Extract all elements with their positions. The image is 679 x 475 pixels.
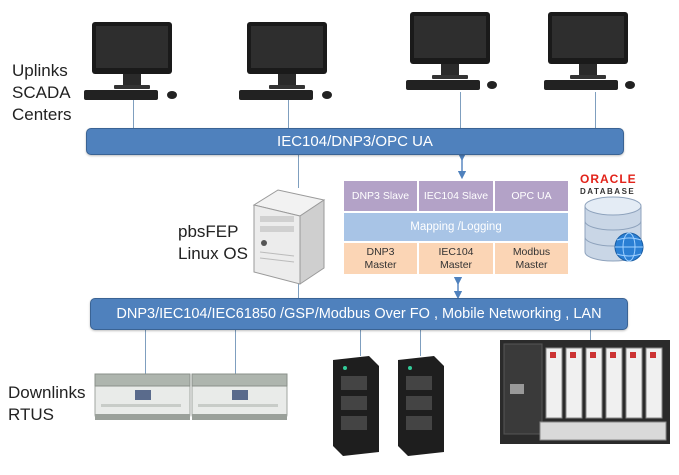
link-server-top	[298, 153, 299, 188]
fep-protocol-block: DNP3 Slave IEC104 Slave OPC UA Mapping /…	[343, 180, 569, 275]
downlink-protocol-bus: DNP3/IEC104/IEC61850 /GSP/Modbus Over FO…	[90, 298, 628, 330]
rtu-device-icon	[398, 356, 444, 456]
dnp3-slave-cell: DNP3 Slave	[343, 180, 418, 212]
oracle-database-text: DATABASE	[580, 187, 636, 196]
link-rtu1	[145, 330, 146, 374]
link-rtu2	[235, 330, 236, 374]
link-rtu3	[360, 330, 361, 356]
link-pc1	[133, 100, 134, 128]
link-rtu4	[420, 330, 421, 356]
server-tower-icon	[252, 189, 326, 285]
link-server-bottom	[298, 284, 299, 298]
mapping-logging-cell: Mapping /Logging	[343, 212, 569, 242]
modular-rtu-rack-icon	[500, 340, 670, 444]
link-pc4	[595, 92, 596, 128]
desktop-computer-icon	[544, 12, 635, 90]
link-pc2	[288, 100, 289, 128]
rtu-device-icon	[333, 356, 379, 456]
rtu-device-icon	[191, 373, 288, 420]
globe-icon	[614, 232, 644, 262]
link-rtu5	[590, 330, 591, 346]
oracle-brand-text: ORACLE	[580, 172, 637, 186]
opc-ua-cell: OPC UA	[494, 180, 569, 212]
desktop-computer-icon	[84, 22, 177, 100]
link-pc3	[460, 92, 461, 128]
uplink-protocol-bus: IEC104/DNP3/OPC UA	[86, 128, 624, 155]
desktop-computer-icon	[406, 12, 497, 90]
database-cylinder-icon	[584, 196, 642, 262]
oracle-logo: ORACLE DATABASE	[580, 172, 670, 196]
desktop-computer-icon	[239, 22, 332, 100]
downlinks-label: Downlinks RTUS	[8, 383, 86, 424]
server-label: pbsFEP Linux OS	[178, 222, 248, 263]
uplinks-label: Uplinks SCADA Centers	[12, 61, 72, 124]
rtu-device-icon	[94, 373, 191, 420]
iec104-slave-cell: IEC104 Slave	[418, 180, 494, 212]
